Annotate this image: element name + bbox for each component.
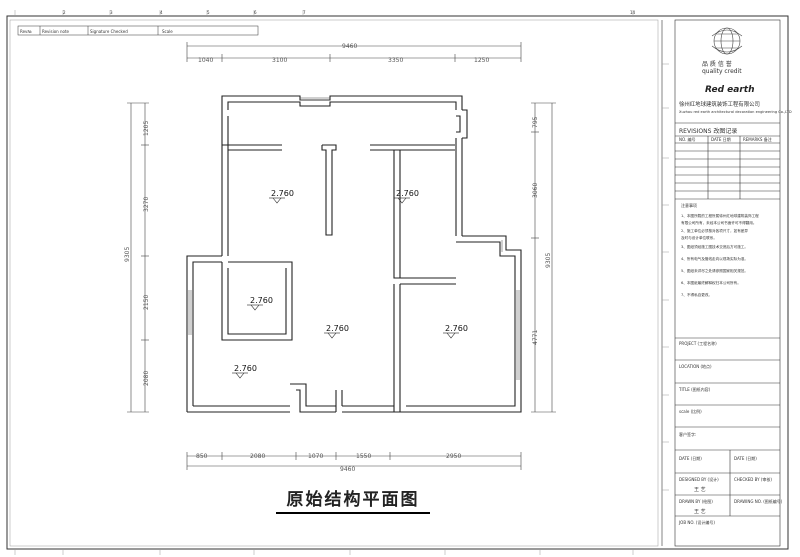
- coord-4: 4: [160, 10, 163, 15]
- revision-col-date: DATE 日期: [711, 136, 731, 142]
- title-block-frame: [661, 19, 781, 547]
- elevation-symbols: [232, 197, 459, 379]
- date-label-2: DATE (日期): [734, 455, 757, 461]
- dim-bottom-total: 9460: [340, 466, 355, 473]
- top-ruler: [14, 10, 634, 555]
- brand-name: Red earth: [705, 85, 755, 95]
- dim-top: [186, 42, 522, 62]
- slogan-cn: 品 质 信 誉: [702, 60, 732, 68]
- scale-label: scale (比例): [679, 408, 702, 414]
- plan-title-block: 原始结构平面图: [276, 488, 430, 514]
- date-label-1: DATE (日期): [679, 455, 702, 461]
- notes-title: 注意事项: [681, 202, 697, 208]
- drawing-no-label: DRAWING NO. (图纸编号): [734, 498, 783, 504]
- client-signature-label: 客户签字:: [679, 431, 696, 437]
- elevation-bathroom: 2.760: [250, 296, 273, 305]
- note-line-3: 2、施工单位必须核对各项尺寸，如有差异: [681, 228, 748, 233]
- elevation-bedroom-3: 2.760: [445, 324, 468, 333]
- company-name-en: Xuzhou red earth architectural decoratio…: [679, 110, 792, 114]
- dim-left-seg-2: 3270: [143, 197, 150, 212]
- coord-5: 5: [207, 10, 210, 15]
- dim-right-seg-1: 795: [532, 116, 539, 128]
- dim-left-seg-1: 1205: [143, 121, 150, 136]
- note-line-9: 7、不得私自更改。: [681, 292, 712, 297]
- company-name-cn: 徐州红地球建筑装饰工程有限公司: [679, 100, 760, 108]
- coord-14: 14: [630, 10, 636, 15]
- coord-2: 2: [63, 10, 66, 15]
- revision-col-no: NO. 编号: [679, 136, 696, 142]
- dim-left-total: 9305: [124, 247, 131, 262]
- note-line-4: 及时与设计单位联系。: [681, 235, 717, 240]
- coord-3: 3: [110, 10, 113, 15]
- note-line-5: 3、图纸须经施工图技术交底后方可施工。: [681, 244, 748, 249]
- revision-col-remarks: REMARKS 备注: [743, 136, 772, 142]
- dim-bottom-seg-1: 850: [196, 453, 208, 460]
- note-line-7: 5、图纸未详尽之处请参照国家相关规范。: [681, 268, 748, 273]
- dim-left: [127, 102, 149, 413]
- drawer-name: 王 艺: [694, 509, 706, 515]
- header-table: [17, 25, 259, 36]
- project-label: PROJECT (工程名称): [679, 340, 717, 346]
- slogan-en: quality credit: [702, 68, 742, 75]
- dim-bottom-seg-3: 1070: [308, 453, 323, 460]
- dim-right-seg-2: 3060: [532, 183, 539, 198]
- note-line-1: 1、本图所载的工程所属徐州红地球建筑装饰工程: [681, 213, 759, 218]
- designer-name: 王 艺: [694, 487, 706, 493]
- elevation-bedroom-2: 2.760: [396, 189, 419, 198]
- window-marks: [188, 97, 520, 380]
- floor-plan-walls: [186, 95, 522, 413]
- dim-right-total: 9305: [545, 253, 552, 268]
- location-label: LOCATION (地点): [679, 363, 712, 369]
- dim-top-seg-2: 3100: [272, 57, 287, 64]
- dim-bottom-seg-2: 2080: [250, 453, 265, 460]
- revisions-label: REVISIONS 改图记录: [679, 127, 737, 135]
- globe-logo-icon: [711, 27, 743, 55]
- dim-top-total: 9460: [342, 43, 357, 50]
- margin-ticks: [662, 63, 669, 491]
- dim-right-seg-3: 4771: [532, 330, 539, 345]
- job-no-label: JOB NO. (设计编号): [678, 519, 715, 525]
- header-col-note: Revision note: [42, 29, 70, 34]
- plan-title: 原始结构平面图: [286, 490, 420, 510]
- note-line-6: 4、所有电气及管线走向以现场实际为准。: [681, 256, 748, 261]
- header-col-scale: Scale: [162, 29, 173, 34]
- outer-frame: [6, 15, 789, 550]
- note-line-8: 6、本图纸最终解释权归本公司所有。: [681, 280, 741, 285]
- dim-left-seg-4: 2080: [143, 371, 150, 386]
- header-col-signature: Signature Checked: [90, 29, 128, 34]
- checked-by-label: CHECKED BY (审核): [734, 476, 772, 482]
- elevation-kitchen: 2.760: [234, 364, 257, 373]
- dim-right: [531, 102, 556, 413]
- header-col-rev: Rev№: [20, 29, 32, 34]
- dim-top-seg-1: 1040: [198, 57, 213, 64]
- designed-by-label: DESIGNED BY (设计): [679, 476, 719, 482]
- dim-top-seg-4: 1250: [474, 57, 489, 64]
- title-label: TITLE (图纸内容): [678, 386, 711, 392]
- dim-bottom: [186, 452, 522, 470]
- coord-6: 6: [254, 10, 257, 15]
- dim-bottom-seg-4: 1550: [356, 453, 371, 460]
- note-line-2: 有限公司所有，未经本公司书面许可不得翻用。: [681, 220, 756, 225]
- dim-top-seg-3: 3350: [388, 57, 403, 64]
- dim-bottom-seg-5: 2950: [446, 453, 461, 460]
- drawn-by-label: DRAWN BY (绘图): [679, 498, 713, 504]
- inner-frame: [9, 19, 659, 547]
- dim-left-seg-3: 2150: [143, 295, 150, 310]
- elevation-bedroom-1: 2.760: [271, 189, 294, 198]
- elevation-living: 2.760: [326, 324, 349, 333]
- coord-7: 7: [303, 10, 306, 15]
